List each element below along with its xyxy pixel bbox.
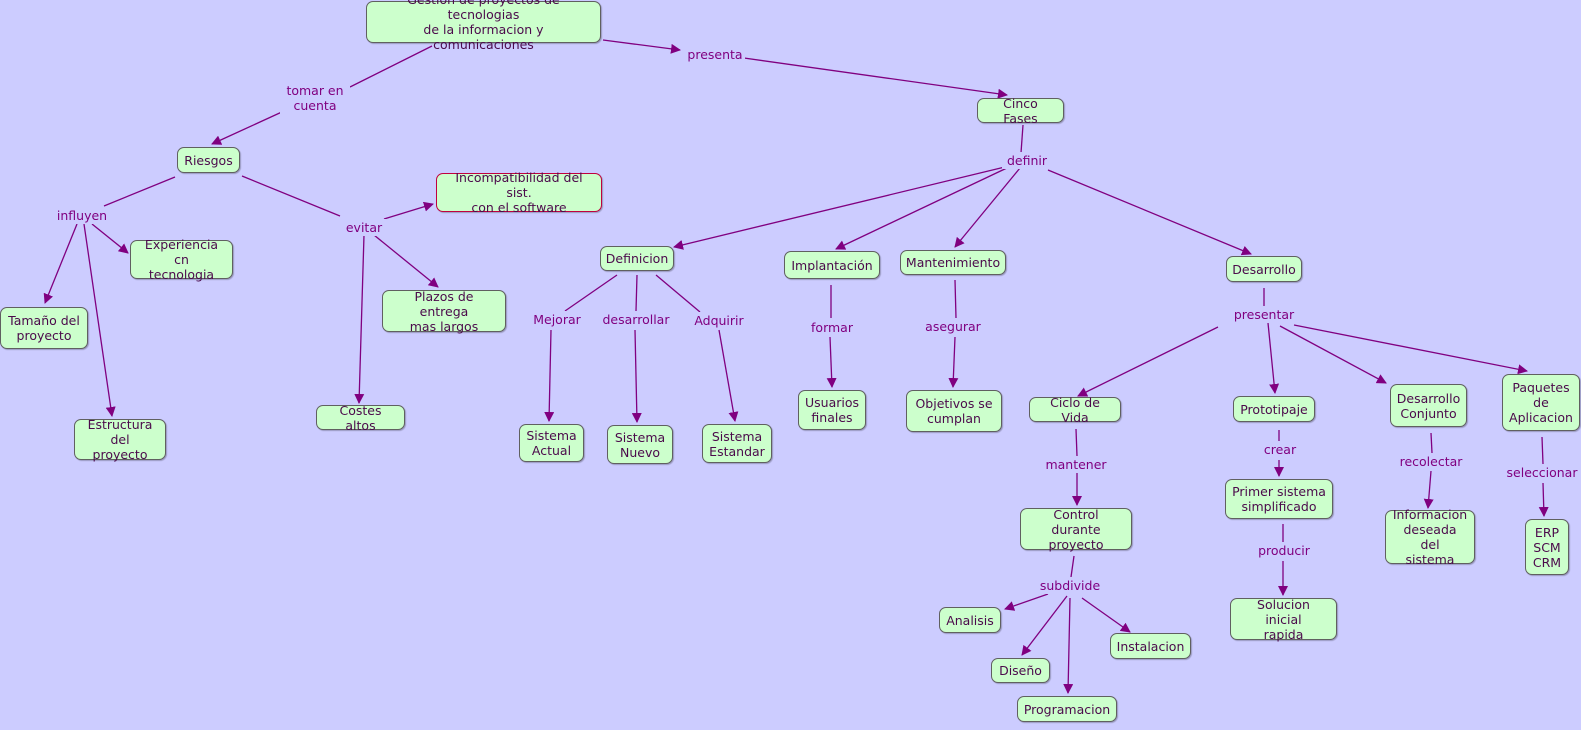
node-usuarios-finales[interactable]: Usuarios finales xyxy=(798,390,866,430)
connector-arrow xyxy=(91,223,129,254)
connector-arrow xyxy=(1267,322,1280,394)
connector-arrow xyxy=(1004,593,1049,611)
connector-arrow xyxy=(1081,597,1131,633)
connector-arrow xyxy=(602,39,681,54)
connector-arrow xyxy=(1047,169,1252,256)
node-desarrollo-conjunto[interactable]: Desarrollo Conjunto xyxy=(1390,384,1467,427)
link-asegurar[interactable]: asegurar xyxy=(922,318,984,335)
node-incompatibilidad[interactable]: Incompatibilidad del sist. con el softwa… xyxy=(436,170,602,215)
connector-arrow xyxy=(1293,324,1528,375)
connector-arrow xyxy=(1063,597,1074,694)
connector-arrow xyxy=(544,329,555,422)
link-formar[interactable]: formar xyxy=(806,319,858,336)
connector-arrow xyxy=(1279,325,1387,384)
link-subdivide[interactable]: subdivide xyxy=(1036,577,1104,594)
connector-line xyxy=(1541,436,1544,465)
connector-arrow xyxy=(673,165,1010,250)
connector-arrow xyxy=(383,201,434,220)
node-definicion[interactable]: Definicion xyxy=(600,246,674,271)
connector-line xyxy=(103,176,176,207)
connector-line xyxy=(1070,555,1075,578)
node-implantacion[interactable]: Implantación xyxy=(784,251,880,279)
node-prototipaje[interactable]: Prototipaje xyxy=(1233,396,1315,422)
node-experiencia[interactable]: Experiencia cn tecnologia xyxy=(130,237,233,282)
node-sistema-estandar[interactable]: Sistema Estandar xyxy=(702,424,772,463)
node-erp[interactable]: ERP SCM CRM xyxy=(1525,519,1569,575)
connector-arrow xyxy=(354,234,365,404)
node-instalacion[interactable]: Instalacion xyxy=(1110,633,1191,659)
connector-line xyxy=(241,175,341,217)
connector-arrow xyxy=(1538,482,1549,517)
connector-arrow xyxy=(954,167,1021,248)
connector-arrow xyxy=(1077,326,1219,397)
node-estructura[interactable]: Estructura del proyecto xyxy=(74,417,166,462)
connector-arrow xyxy=(43,223,78,304)
connector-arrow xyxy=(1423,470,1434,509)
connector-arrow xyxy=(826,336,837,388)
node-objetivos[interactable]: Objetivos se cumplan xyxy=(906,390,1002,432)
link-definir[interactable]: definir xyxy=(1002,152,1052,169)
node-plazos[interactable]: Plazos de entrega mas largos xyxy=(382,289,506,334)
node-programacion[interactable]: Programacion xyxy=(1017,696,1117,722)
link-mejorar[interactable]: Mejorar xyxy=(527,311,587,328)
link-desarrollar[interactable]: desarrollar xyxy=(600,311,672,328)
link-producir[interactable]: producir xyxy=(1253,542,1315,559)
link-tomar-en-cuenta[interactable]: tomar en cuenta xyxy=(280,82,350,114)
connector-line xyxy=(1020,124,1024,154)
connector-arrow xyxy=(373,234,439,288)
node-costes[interactable]: Costes altos xyxy=(316,403,405,433)
connector-arrow xyxy=(743,57,1008,99)
node-mantenimiento[interactable]: Mantenimiento xyxy=(900,250,1006,275)
connector-arrow xyxy=(835,166,1010,250)
node-tamano[interactable]: Tamaño del proyecto xyxy=(0,307,88,349)
connector-line xyxy=(954,279,957,319)
connector-arrow xyxy=(948,336,959,388)
link-seleccionar[interactable]: seleccionar xyxy=(1504,464,1580,481)
connector-arrow xyxy=(83,223,116,417)
node-gestion[interactable]: Gestion de proyectos de tecnologias de l… xyxy=(366,0,601,52)
node-desarrollo[interactable]: Desarrollo xyxy=(1226,256,1302,282)
connector-line xyxy=(349,45,433,88)
connector-arrow xyxy=(718,329,739,422)
connector-arrow xyxy=(211,110,285,145)
node-analisis[interactable]: Analisis xyxy=(939,607,1001,633)
node-ciclo-vida[interactable]: Ciclo de Vida xyxy=(1029,395,1121,425)
node-sistema-nuevo[interactable]: Sistema Nuevo xyxy=(607,425,673,464)
node-diseno[interactable]: Diseño xyxy=(991,658,1050,683)
link-influyen[interactable]: influyen xyxy=(50,207,114,224)
link-mantener[interactable]: mantener xyxy=(1043,456,1109,473)
link-evitar[interactable]: evitar xyxy=(340,219,388,236)
node-solucion[interactable]: Solucion inicial rapida xyxy=(1230,597,1337,642)
connector-line xyxy=(564,274,618,312)
connector-line xyxy=(655,274,701,313)
node-sistema-actual[interactable]: Sistema Actual xyxy=(519,424,584,462)
node-paquetes[interactable]: Paquetes de Aplicacion xyxy=(1502,374,1580,431)
connector-arrow xyxy=(1021,595,1068,656)
connector-line xyxy=(1430,432,1433,454)
link-crear[interactable]: crear xyxy=(1258,441,1302,458)
node-primer-sistema[interactable]: Primer sistema simplificado xyxy=(1225,479,1333,519)
connector-line xyxy=(1075,428,1078,457)
connector-arrow xyxy=(631,329,642,423)
node-riesgos[interactable]: Riesgos xyxy=(177,147,240,173)
node-cinco-fases[interactable]: Cinco Fases xyxy=(977,96,1064,126)
node-control[interactable]: Control durante proyecto xyxy=(1020,507,1132,552)
node-informacion[interactable]: Informacion deseada del sistema xyxy=(1385,507,1475,567)
link-recolectar[interactable]: recolectar xyxy=(1396,453,1466,470)
link-presenta[interactable]: presenta xyxy=(685,46,745,63)
link-adquirir[interactable]: Adquirir xyxy=(689,312,749,329)
link-presentar[interactable]: presentar xyxy=(1231,306,1297,323)
connector-line xyxy=(635,274,638,312)
